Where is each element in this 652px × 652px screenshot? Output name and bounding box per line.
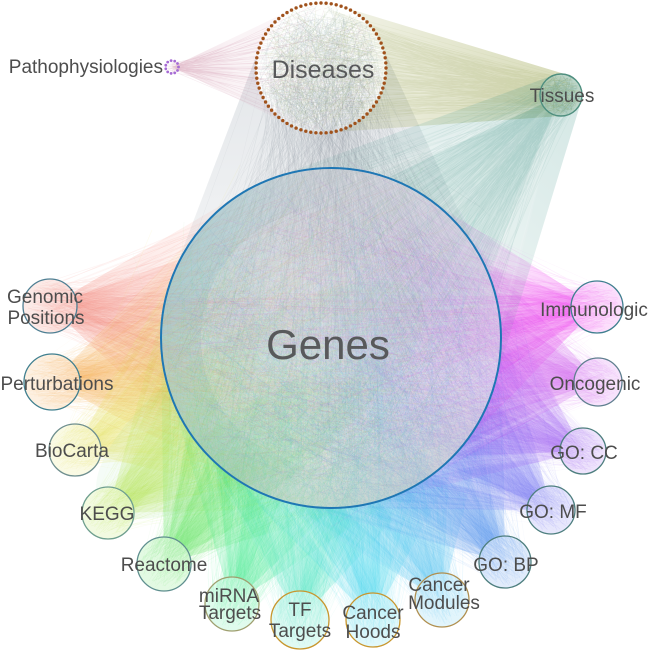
svg-text:GO: BP: GO: BP xyxy=(473,555,538,576)
svg-text:Targets: Targets xyxy=(269,621,331,642)
svg-text:Genes: Genes xyxy=(266,321,390,368)
svg-text:Hoods: Hoods xyxy=(346,622,401,643)
svg-text:Immunologic: Immunologic xyxy=(540,300,648,321)
svg-text:BioCarta: BioCarta xyxy=(35,441,109,462)
svg-text:GO: MF: GO: MF xyxy=(519,502,587,523)
svg-text:Cancer: Cancer xyxy=(342,603,404,624)
svg-text:KEGG: KEGG xyxy=(80,504,135,525)
svg-text:Genomic: Genomic xyxy=(7,287,83,308)
svg-text:Perturbations: Perturbations xyxy=(0,374,113,395)
svg-text:Cancer: Cancer xyxy=(408,575,470,596)
svg-text:TF: TF xyxy=(288,600,311,621)
svg-text:GO: CC: GO: CC xyxy=(550,443,618,464)
svg-text:Diseases: Diseases xyxy=(272,56,375,84)
svg-text:Reactome: Reactome xyxy=(121,555,208,576)
svg-text:Tissues: Tissues xyxy=(530,86,595,107)
svg-text:Positions: Positions xyxy=(7,308,84,329)
svg-text:Modules: Modules xyxy=(408,593,480,614)
svg-text:miRNA: miRNA xyxy=(199,586,259,607)
svg-text:Pathophysiologies: Pathophysiologies xyxy=(9,57,163,78)
svg-text:Oncogenic: Oncogenic xyxy=(550,374,641,395)
svg-text:Targets: Targets xyxy=(199,603,261,624)
